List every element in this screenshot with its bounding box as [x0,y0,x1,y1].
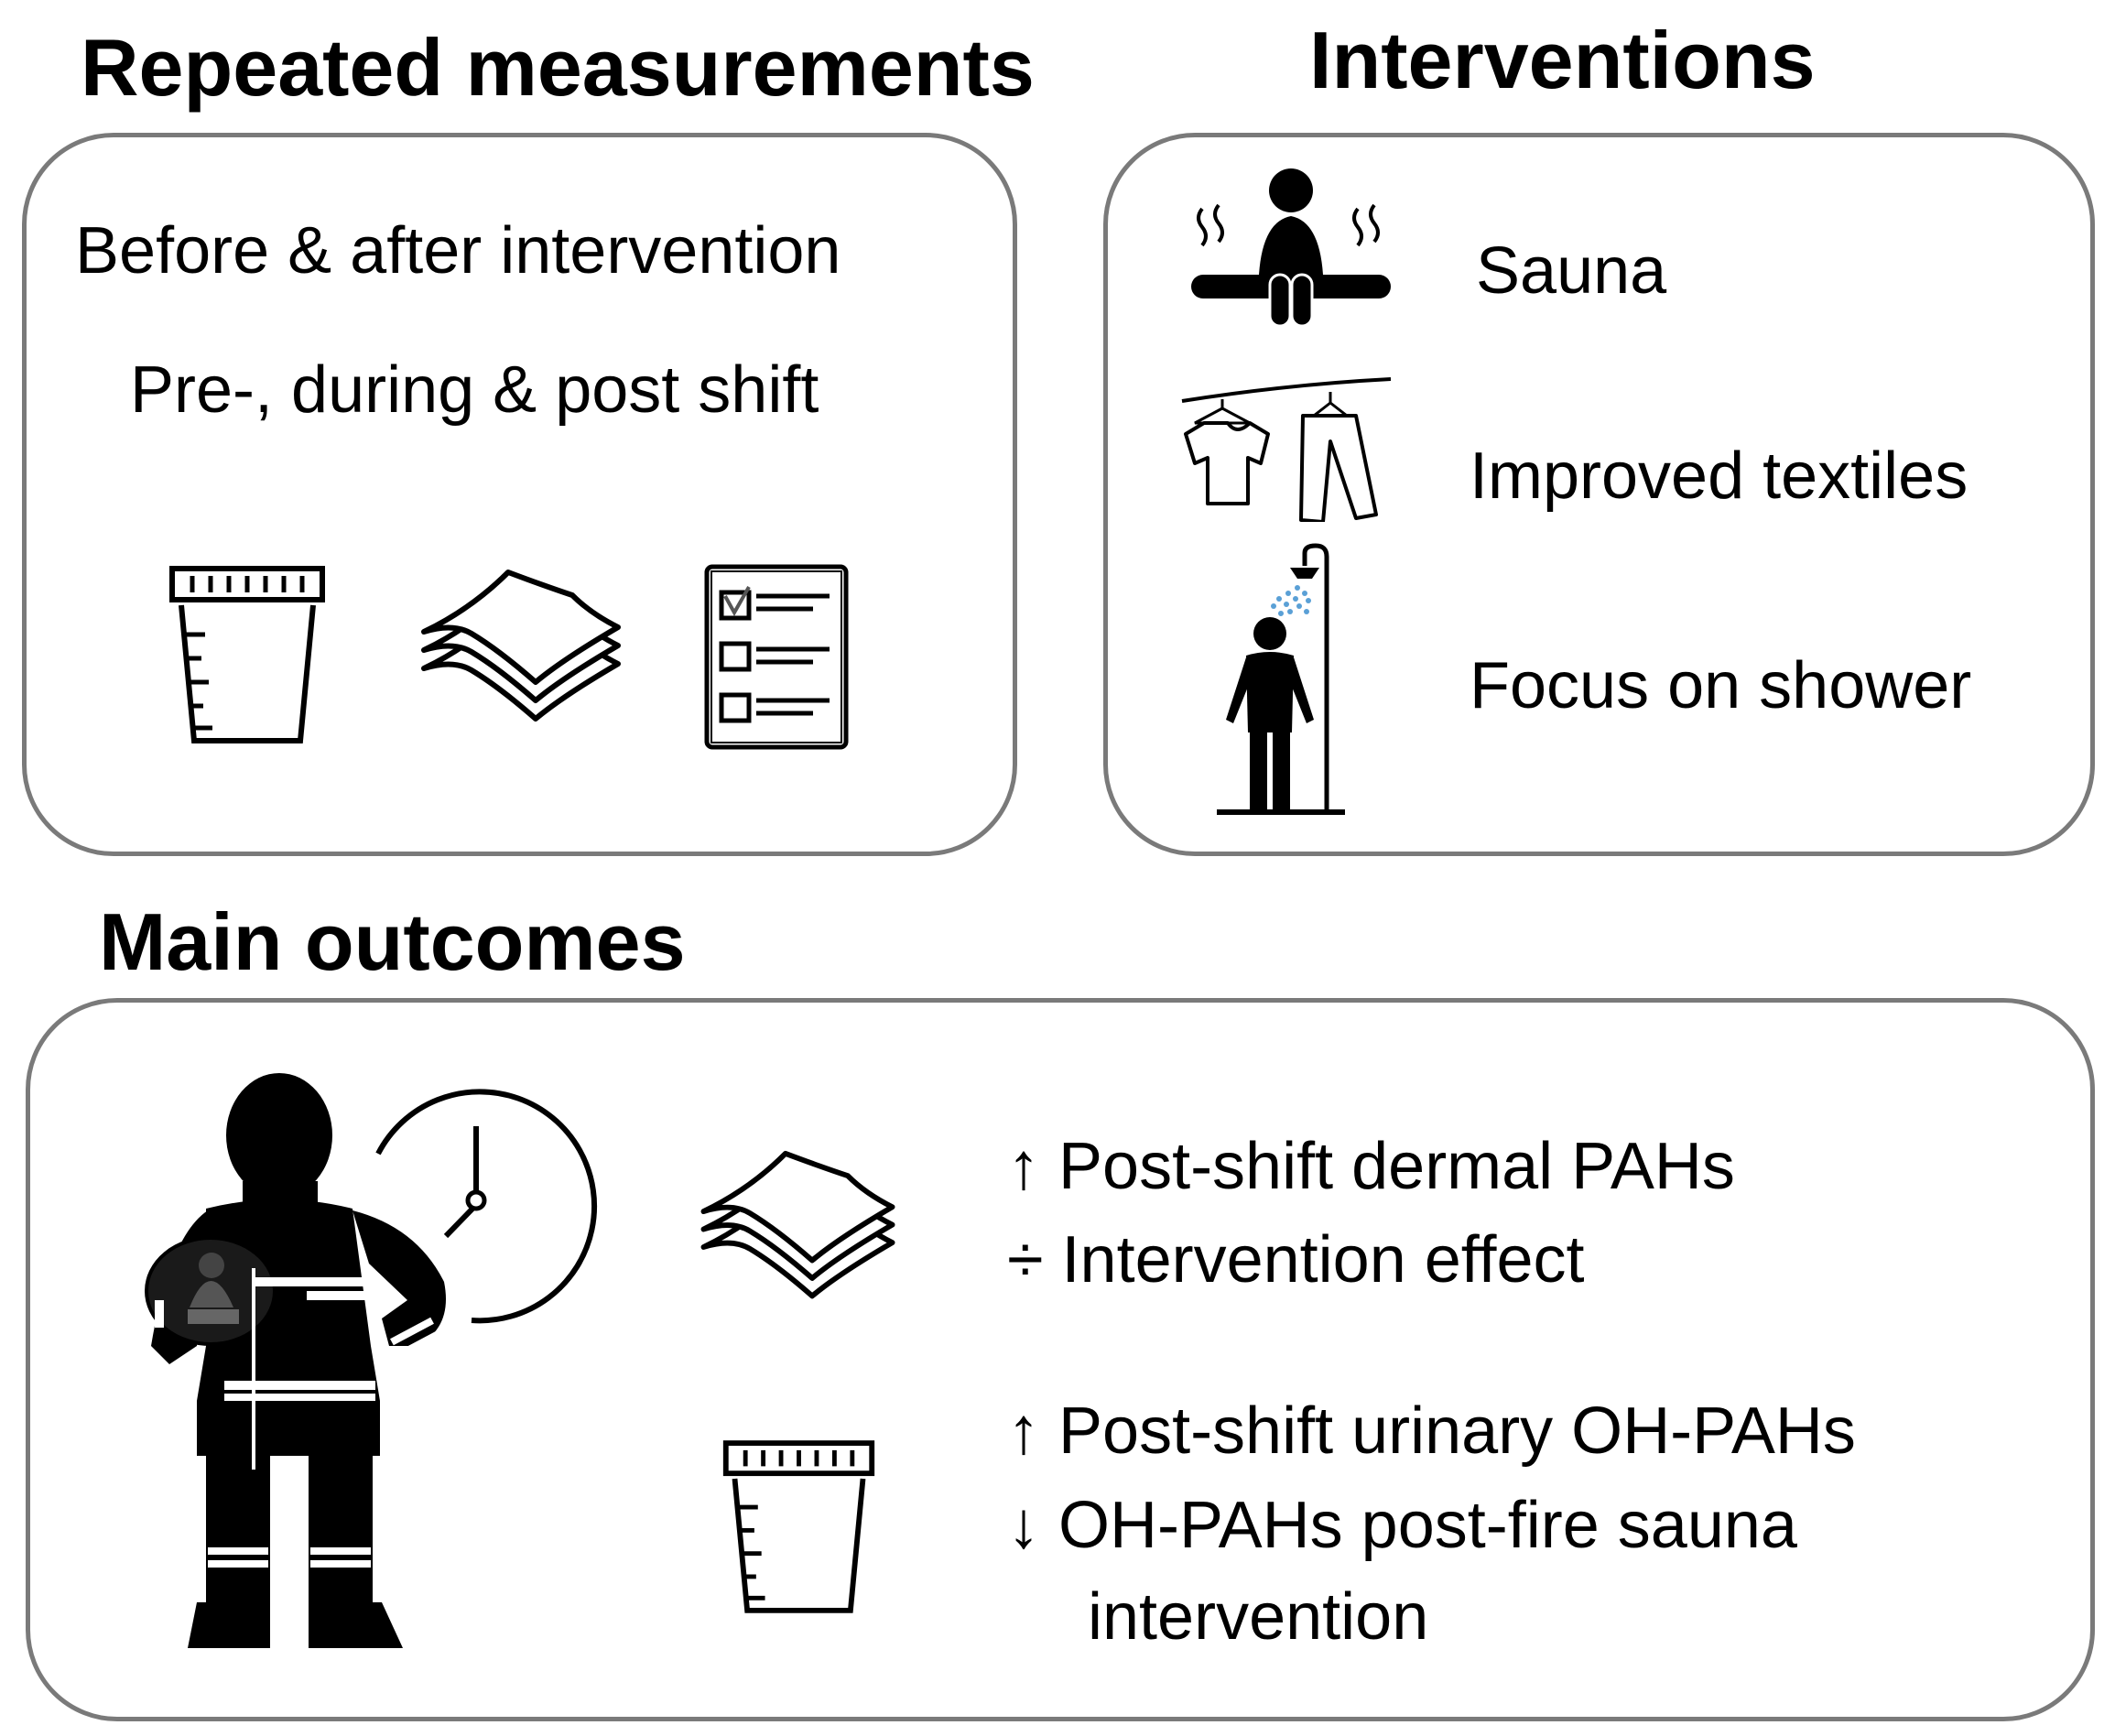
skin-wipes-icon [696,1149,902,1309]
sauna-label: Sauna [1476,234,1667,308]
clock-icon [362,1080,600,1328]
urinary-outcome-line2: ↓ OH-PAHs post-fire sauna [1007,1489,1797,1562]
skin-wipes-icon [417,568,627,732]
urine-cup-icon [719,1438,879,1616]
interventions-heading: Interventions [1309,15,1816,105]
urinary-outcome-line3: intervention [1088,1580,1429,1654]
clothes-line-icon [1177,375,1396,522]
main-outcomes-heading: Main outcomes [99,896,686,987]
before-after-text: Before & after intervention [75,214,841,288]
urine-cup-icon [165,563,330,746]
sauna-icon [1186,165,1396,330]
dermal-outcome-line2: ÷ Intervention effect [1007,1223,1585,1297]
focus-on-shower-label: Focus on shower [1470,649,1972,722]
firefighter-icon [142,1071,481,1657]
shower-icon [1213,540,1360,819]
urinary-outcome-line1: ↑ Post-shift urinary OH-PAHs [1007,1394,1856,1468]
repeated-measurements-heading: Repeated measurements [81,22,1035,113]
pre-during-post-text: Pre-, during & post shift [130,353,819,427]
questionnaire-icon [703,563,850,751]
repeated-measurements-panel [22,133,1017,856]
dermal-outcome-line1: ↑ Post-shift dermal PAHs [1007,1130,1735,1203]
improved-textiles-label: Improved textiles [1470,439,1969,513]
